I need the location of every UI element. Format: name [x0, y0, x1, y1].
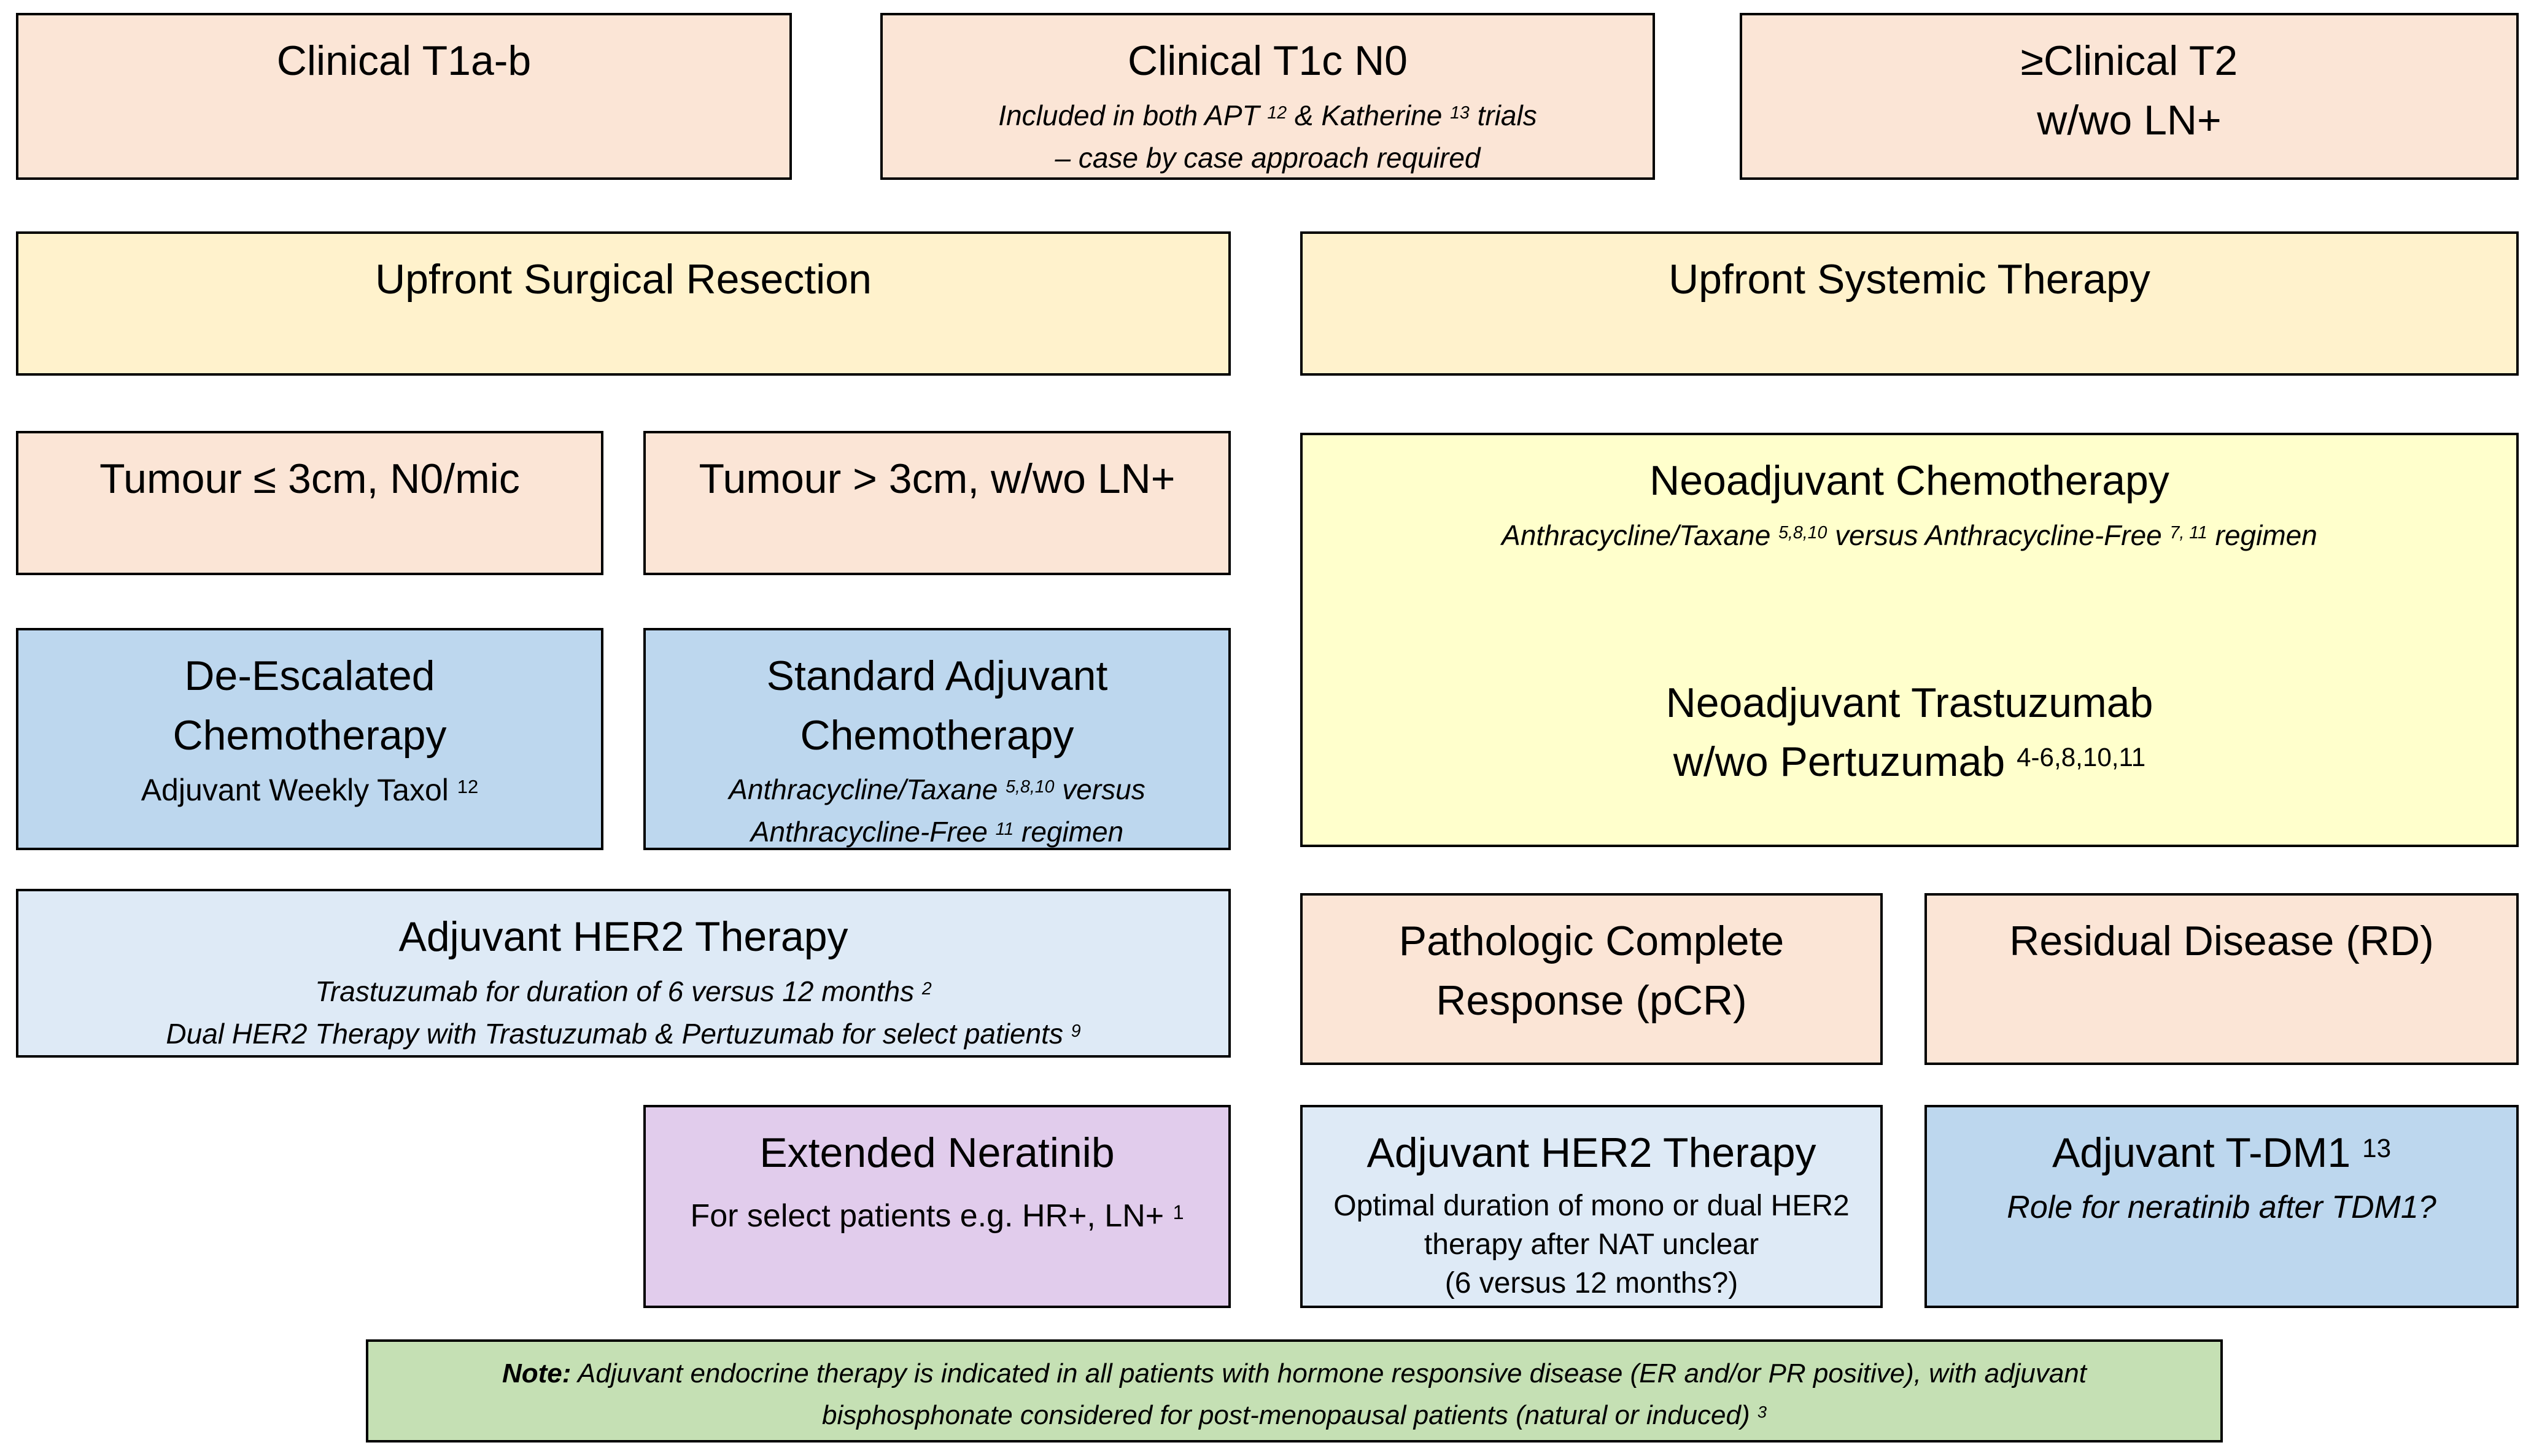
box-title: Residual Disease (RD) [2009, 918, 2434, 964]
box-upfront-surgical-resection: Upfront Surgical Resection [16, 231, 1231, 376]
note-line: bisphosphonate considered for post-menop… [821, 1400, 1767, 1431]
box-clinical-t1c-n0: Clinical T1c N0 Included in both APT 12 … [880, 13, 1655, 180]
box-title-line: ≥Clinical T2 [2020, 37, 2238, 84]
citation-sup: 5,8,10 [1778, 522, 1827, 543]
box-subtitle-line: Role for neratinib after TDM1? [2007, 1189, 2436, 1225]
box-title: Tumour > 3cm, w/wo LN+ [699, 455, 1176, 502]
box-standard-adjuvant-chemotherapy: Standard Adjuvant Chemotherapy Anthracyc… [643, 628, 1231, 850]
box-pathologic-complete-response: Pathologic Complete Response (pCR) [1300, 893, 1883, 1065]
box-endocrine-therapy-note: Note: Adjuvant endocrine therapy is indi… [366, 1339, 2223, 1442]
box-subtitle-line: Included in both APT 12 & Katherine 13 t… [998, 99, 1537, 131]
box-adjuvant-tdm1: Adjuvant T-DM1 13 Role for neratinib aft… [1924, 1105, 2519, 1308]
box-title: Extended Neratinib [759, 1129, 1115, 1176]
citation-sup: 13 [1450, 103, 1470, 123]
box-subtitle-line: Anthracycline/Taxane 5,8,10 versus Anthr… [1502, 519, 2317, 551]
box-title: Clinical T1c N0 [1127, 37, 1408, 84]
note-line: Note: Adjuvant endocrine therapy is indi… [502, 1358, 2087, 1388]
citation-sup: 4-6,8,10,11 [2017, 743, 2146, 772]
box-title-line: Standard Adjuvant [766, 652, 1108, 699]
box-subtitle-line: – case by case approach required [1055, 141, 1481, 174]
box-title-line: De-Escalated [184, 652, 435, 699]
box-subtitle-line: Trastuzumab for duration of 6 versus 12 … [315, 975, 932, 1007]
citation-sup: 12 [1267, 103, 1287, 123]
box-title: Upfront Systemic Therapy [1668, 256, 2150, 303]
box-title-line: Pathologic Complete [1398, 918, 1785, 964]
box-upfront-systemic-therapy: Upfront Systemic Therapy [1300, 231, 2519, 376]
citation-sup: 1 [1172, 1201, 1184, 1223]
box-title: Adjuvant HER2 Therapy [398, 913, 848, 960]
box-residual-disease: Residual Disease (RD) [1924, 893, 2519, 1065]
box-subtitle-line: For select patients e.g. HR+, LN+ 1 [690, 1198, 1184, 1234]
box-title-line: Chemotherapy [800, 711, 1074, 759]
box-deescalated-chemotherapy: De-Escalated Chemotherapy Adjuvant Weekl… [16, 628, 603, 850]
box-title-line: Chemotherapy [172, 711, 447, 759]
box-title: Neoadjuvant Chemotherapy [1649, 457, 2169, 504]
box-adjuvant-her2-therapy-post-nat: Adjuvant HER2 Therapy Optimal duration o… [1300, 1105, 1883, 1308]
box-title: Adjuvant HER2 Therapy [1366, 1129, 1816, 1176]
box-title-line: Neoadjuvant Trastuzumab [1665, 679, 2153, 726]
box-neoadjuvant-therapy: Neoadjuvant Chemotherapy Anthracycline/T… [1300, 433, 2519, 847]
box-title-line: w/wo Pertuzumab 4-6,8,10,11 [1673, 738, 2146, 786]
citation-sup: 13 [2362, 1133, 2392, 1163]
box-title: Tumour ≤ 3cm, N0/mic [99, 455, 520, 502]
citation-sup: 2 [921, 978, 932, 999]
box-subtitle-line: Adjuvant Weekly Taxol 12 [141, 773, 479, 808]
box-subtitle-line: Dual HER2 Therapy with Trastuzumab & Per… [166, 1017, 1081, 1050]
note-label: Note: [502, 1358, 572, 1388]
box-clinical-t2: ≥Clinical T2 w/wo LN+ [1740, 13, 2519, 180]
box-tumour-small: Tumour ≤ 3cm, N0/mic [16, 431, 603, 575]
box-subtitle-line: (6 versus 12 months?) [1444, 1267, 1738, 1300]
box-tumour-large: Tumour > 3cm, w/wo LN+ [643, 431, 1231, 575]
box-subtitle-line: Optimal duration of mono or dual HER2 [1333, 1189, 1850, 1222]
box-adjuvant-her2-therapy: Adjuvant HER2 Therapy Trastuzumab for du… [16, 889, 1231, 1058]
citation-sup: 3 [1757, 1402, 1767, 1422]
box-title: Upfront Surgical Resection [375, 256, 872, 303]
box-subtitle-line: Anthracycline-Free 11 regimen [750, 816, 1124, 848]
box-title-line: Response (pCR) [1436, 977, 1747, 1024]
citation-sup: 5,8,10 [1006, 777, 1055, 797]
citation-sup: 11 [995, 819, 1014, 840]
box-title: Adjuvant T-DM1 13 [2052, 1129, 2392, 1176]
box-extended-neratinib: Extended Neratinib For select patients e… [643, 1105, 1231, 1308]
box-title: Clinical T1a-b [276, 37, 532, 84]
citation-sup: 9 [1071, 1021, 1081, 1041]
box-clinical-t1ab: Clinical T1a-b [16, 13, 792, 180]
citation-sup: 7, 11 [2169, 522, 2207, 543]
box-title-line: w/wo LN+ [2037, 96, 2222, 144]
box-subtitle-line: Anthracycline/Taxane 5,8,10 versus [729, 773, 1145, 806]
citation-sup: 12 [457, 776, 479, 798]
box-subtitle-line: therapy after NAT unclear [1424, 1228, 1759, 1261]
